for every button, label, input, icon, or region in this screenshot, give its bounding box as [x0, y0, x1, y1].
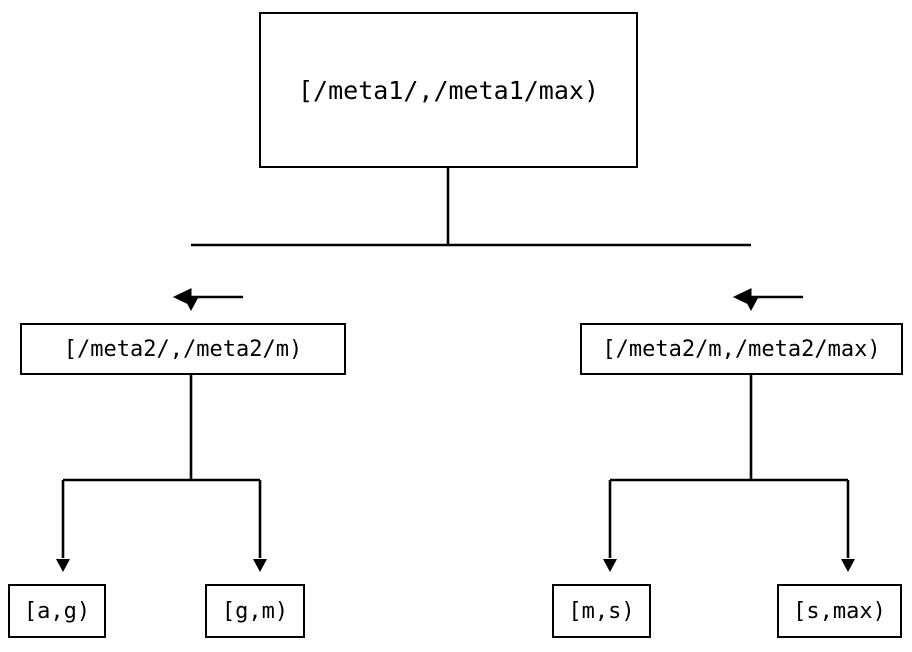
tree-leaf-m-s-label: [m,s) [568, 598, 635, 624]
tree-leaf-g-m-label: [g,m) [221, 598, 289, 624]
tree-node-root-label: [/meta1/,/meta1/max) [297, 75, 600, 105]
tree-leaf-g-m: [g,m) [205, 584, 305, 638]
tree-node-meta2-upper: [/meta2/m,/meta2/max) [580, 323, 903, 375]
edge-mid-left-to-leaves [56, 375, 267, 572]
tree-node-root: [/meta1/,/meta1/max) [259, 12, 638, 168]
tree-node-meta2-lower-label: [/meta2/,/meta2/m) [63, 336, 303, 362]
edge-root-to-level2 [172, 168, 803, 306]
tree-leaf-s-max: [s,max) [777, 584, 902, 638]
tree-leaf-m-s: [m,s) [552, 584, 651, 638]
tree-leaf-s-max-label: [s,max) [793, 598, 886, 624]
arrowhead-to-mid-left [184, 298, 198, 311]
tree-node-meta2-lower: [/meta2/,/meta2/m) [20, 323, 346, 375]
edge-mid-right-to-leaves [603, 375, 855, 572]
tree-leaf-a-g-label: [a,g) [23, 598, 91, 624]
tree-leaf-a-g: [a,g) [8, 584, 106, 638]
tree-node-meta2-upper-label: [/meta2/m,/meta2/max) [602, 336, 881, 362]
arrowhead-to-mid-right [744, 298, 758, 311]
